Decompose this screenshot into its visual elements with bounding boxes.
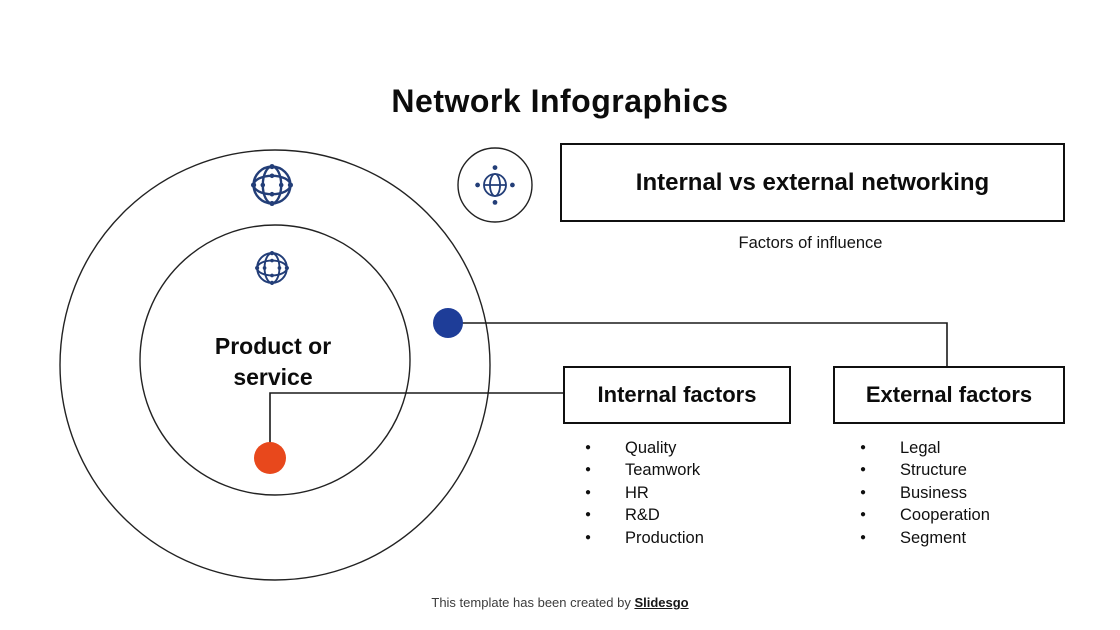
external-factors-box: External factors [833, 366, 1065, 424]
outer-circle [59, 149, 491, 581]
internal-connector-line [269, 392, 563, 458]
external-connector-line [448, 322, 948, 366]
globe-icon [254, 250, 290, 286]
blue-node [433, 308, 463, 338]
list-item: Quality [585, 437, 704, 460]
list-item: Segment [860, 527, 990, 550]
internal-factors-list: Quality Teamwork HR R&D Production [585, 437, 704, 549]
orbit-globe-icon [474, 164, 516, 206]
list-item: Teamwork [585, 459, 704, 482]
heading-box: Internal vs external networking [560, 143, 1065, 222]
internal-factors-box: Internal factors [563, 366, 791, 424]
orange-node [254, 442, 286, 474]
list-item: Business [860, 482, 990, 505]
slidesgo-link[interactable]: Slidesgo [634, 595, 689, 610]
external-factors-title: External factors [865, 382, 1033, 407]
list-item: Legal [860, 437, 990, 460]
list-item: HR [585, 482, 704, 505]
globe-badge-circle [457, 147, 533, 223]
list-item: Production [585, 527, 704, 550]
list-item: Cooperation [860, 504, 990, 527]
network-globe-icon [249, 162, 295, 208]
internal-factors-title: Internal factors [597, 382, 757, 407]
heading-box-label: Internal vs external networking [635, 168, 990, 196]
list-item: R&D [585, 504, 704, 527]
footer-credit-text: This template has been created by [431, 595, 635, 610]
footer-credit: This template has been created by Slides… [0, 595, 1120, 610]
page-title: Network Infographics [391, 83, 729, 120]
subheading: Factors of influence [738, 234, 883, 252]
inner-circle [139, 224, 411, 496]
list-item: Structure [860, 459, 990, 482]
center-label: Product or service [214, 333, 332, 390]
external-factors-list: Legal Structure Business Cooperation Seg… [860, 437, 990, 549]
